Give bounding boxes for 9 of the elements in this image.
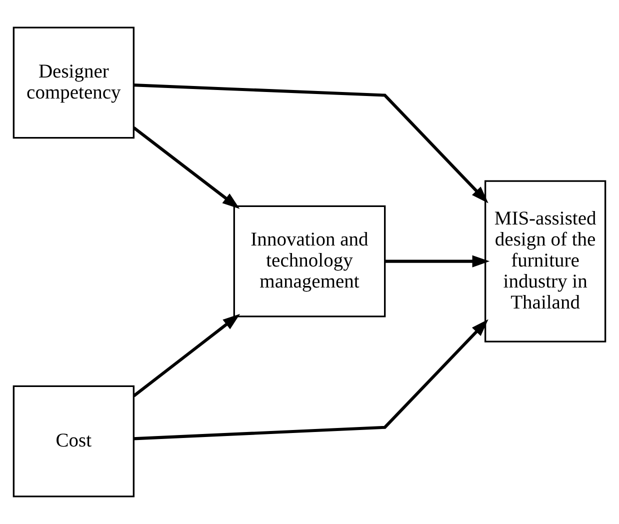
arrow	[132, 314, 240, 398]
arrow	[132, 126, 240, 209]
node-box: Cost	[12, 385, 135, 498]
node-box: Designer competency	[12, 26, 135, 139]
node-box: Innovation and technology management	[233, 205, 386, 318]
arrow	[385, 255, 490, 268]
node-box: MIS-assisted design of the furniture industry in Thailand	[484, 180, 606, 342]
arrow	[134, 84, 488, 204]
arrow	[134, 319, 488, 440]
